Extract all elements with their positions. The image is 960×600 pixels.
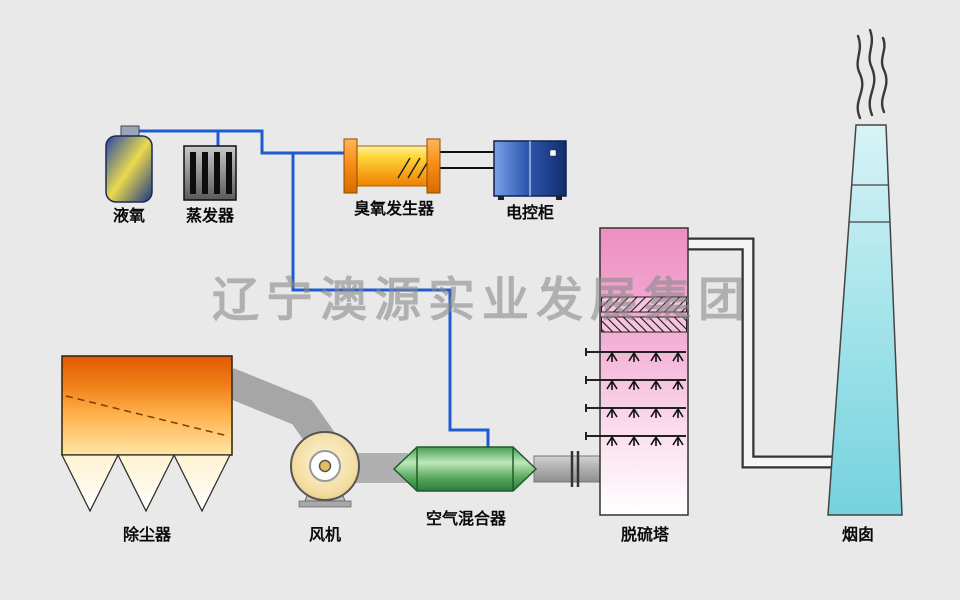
label-liquid-oxygen: 液氧: [113, 206, 145, 225]
control-wiring: [440, 151, 494, 169]
evaporator-fin: [202, 152, 208, 194]
air-mixer: [392, 446, 538, 492]
chimney: [827, 28, 903, 516]
spray-header: [585, 432, 686, 440]
collector-body: [61, 355, 233, 456]
label-fan: 风机: [309, 525, 341, 544]
generator-electrode-marks: [397, 157, 428, 179]
demister-band-1: [601, 296, 687, 313]
collector-hopper: [172, 454, 232, 513]
spray-header: [585, 348, 686, 356]
desulfurization-tower: [585, 227, 689, 516]
ozone-generator: [343, 138, 441, 194]
fan-base: [298, 500, 352, 508]
cabinet-foot: [498, 196, 504, 200]
evaporator-fin: [226, 152, 232, 194]
duct-mixer-to-tower: [533, 455, 603, 483]
spray-headers: [585, 348, 686, 440]
evaporator-fin: [214, 152, 220, 194]
generator-flange-left: [343, 138, 358, 194]
cabinet-foot: [556, 196, 562, 200]
spray-header: [585, 376, 686, 384]
collector-hopper: [116, 454, 176, 513]
label-dust-collector: 除尘器: [123, 525, 172, 544]
spray-header: [585, 404, 686, 412]
evaporator: [183, 145, 237, 201]
generator-flange-right: [426, 138, 441, 194]
label-desulfurization-tower: 脱硫塔: [621, 525, 670, 544]
fan: [290, 431, 360, 508]
fan-hub: [318, 459, 332, 473]
component-labels: 液氧 蒸发器 臭氧发生器 电控柜 除尘器 风机 空气混合器 脱硫塔 烟囱: [113, 199, 874, 544]
smoke-wisp: [880, 36, 888, 114]
cabinet-handle: [549, 149, 557, 157]
liquid-oxygen-tank: [105, 125, 153, 203]
dust-collector: [60, 355, 233, 513]
smoke-wisp: [856, 34, 864, 120]
watermark-text: 辽宁澳源实业发展集团: [212, 273, 752, 328]
generator-body: [356, 145, 428, 187]
evaporator-fin: [190, 152, 196, 194]
duct-tower-to-chimney-inner: [684, 239, 838, 467]
collector-hopper: [60, 454, 120, 513]
label-chimney: 烟囱: [842, 525, 874, 544]
label-evaporator: 蒸发器: [186, 206, 235, 225]
tank-body: [105, 135, 153, 203]
tower-body: [599, 227, 689, 516]
smoke-plume: [856, 28, 888, 120]
control-cabinet: [493, 140, 567, 200]
demister-band-2: [601, 316, 687, 333]
pipe-oxygen-supply: [133, 129, 345, 155]
pipe-ozone-to-mixer: [291, 153, 490, 454]
label-air-mixer: 空气混合器: [426, 509, 507, 528]
smoke-wisp: [868, 28, 876, 117]
oxygen-ozone-piping: [133, 129, 490, 454]
collector-dashed-line: [65, 395, 229, 437]
label-ozone-generator: 臭氧发生器: [354, 199, 435, 218]
label-control-cabinet: 电控柜: [506, 203, 554, 222]
mixer-body: [392, 446, 538, 492]
